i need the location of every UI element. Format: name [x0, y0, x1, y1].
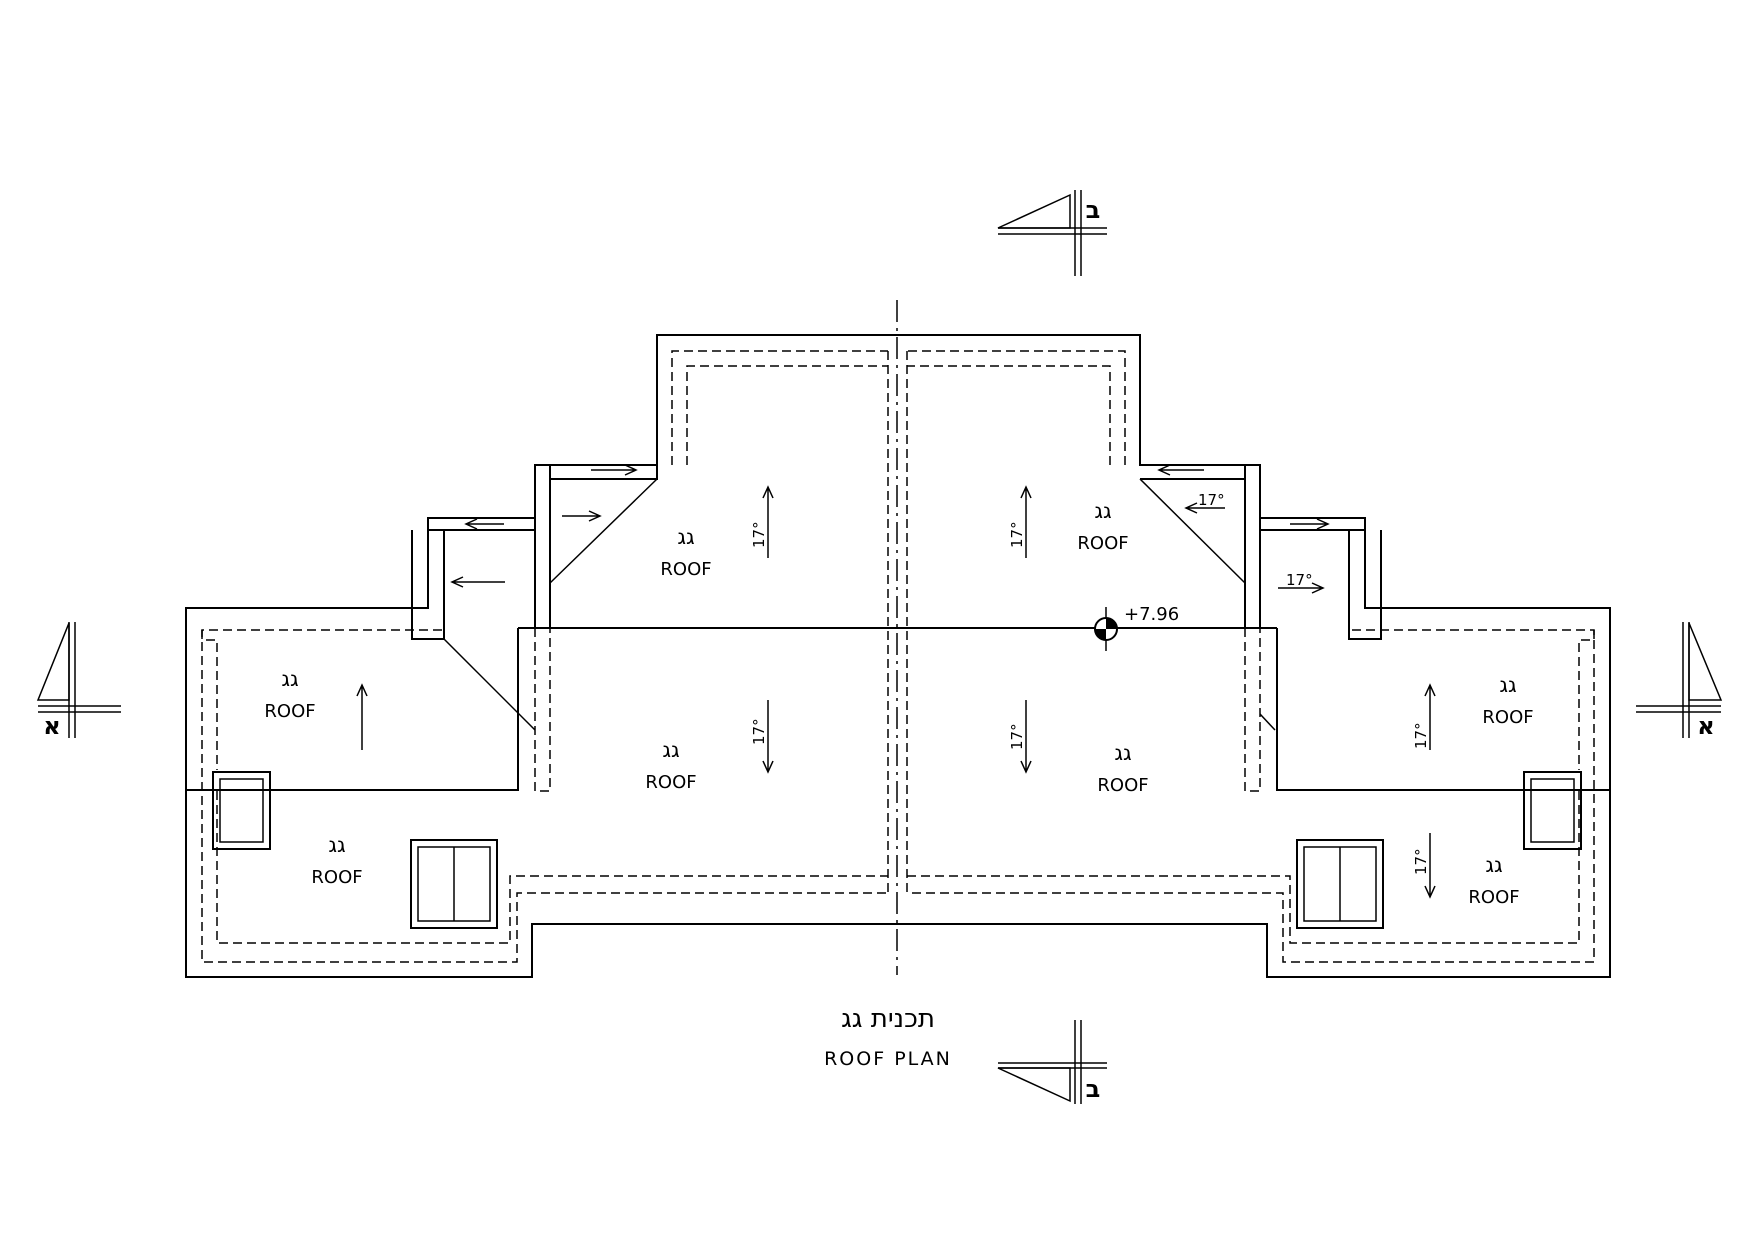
gutter-right-inner [907, 791, 1580, 944]
arrow-icon [1278, 582, 1325, 594]
ridge-right [1276, 628, 1610, 791]
arrow-icon [1290, 518, 1330, 530]
gutter-left-inner [216, 791, 888, 944]
slope-labels: 17° 17° 17° 17° 17° 17° 17° 17° [750, 491, 1430, 875]
gutter-top-right-inner [907, 365, 1111, 465]
slope-label: 17° [750, 718, 768, 745]
slope-label: 17° [1412, 722, 1430, 749]
chimney-left-inner [219, 778, 264, 843]
gutter-left-upper [201, 629, 888, 963]
gutter-valley-left [534, 628, 551, 792]
slope-label: 17° [1198, 491, 1225, 509]
gutter-top-left-outer [671, 350, 888, 465]
section-marker-b-top: ב [997, 190, 1107, 276]
arrow-icon [591, 464, 638, 476]
roof-label-english: ROOF [645, 772, 696, 793]
arrow-icon [1157, 464, 1204, 476]
arrow-icon [1020, 485, 1032, 558]
slope-label: 17° [750, 521, 768, 548]
arrow-icon [1184, 502, 1225, 514]
section-marker-a-right: א [1636, 622, 1723, 740]
roof-label-english: ROOF [264, 701, 315, 722]
skylight-right [1296, 839, 1384, 929]
arrow-icon [762, 700, 774, 774]
roof-outer-outline [185, 334, 1611, 978]
roof-label-english: ROOF [1097, 775, 1148, 796]
chimney-right [1523, 771, 1582, 850]
wall-left-step-2 [411, 530, 445, 640]
gutter-top-right-outer [907, 350, 1126, 465]
arrow-icon [1424, 833, 1436, 899]
roof-label-hebrew: גג [1499, 673, 1517, 697]
slope-label: 17° [1412, 848, 1430, 875]
section-letter: א [1697, 712, 1714, 740]
chimney-right-inner [1530, 778, 1575, 843]
arrow-icon [356, 683, 368, 750]
arrow-icon [464, 518, 504, 530]
roof-labels: גג ROOF גג ROOF גג ROOF גג ROOF גג ROOF … [264, 499, 1533, 908]
elevation-label: +7.96 [1124, 604, 1179, 625]
gutter-right-small [1578, 630, 1595, 770]
section-letter: א [43, 712, 60, 740]
roof-label-hebrew: גג [1114, 741, 1132, 765]
wall-left-step-3 [534, 465, 551, 629]
gutter-valley-right [1244, 628, 1261, 792]
ridge-main [185, 628, 519, 791]
hip-right-upper [1139, 478, 1246, 584]
section-letter: ב [1086, 196, 1101, 224]
section-marker-b-bottom: ב [997, 1020, 1107, 1104]
roof-label-hebrew: גג [281, 667, 299, 691]
roof-label-hebrew: גג [662, 738, 680, 762]
slope-label: 17° [1008, 723, 1026, 750]
hip-left-lower [443, 638, 536, 731]
roof-label-english: ROOF [1482, 707, 1533, 728]
wall-right-step-2 [1348, 530, 1382, 640]
arrow-icon [1020, 700, 1032, 774]
section-marker-a-left: א [36, 622, 121, 740]
roof-label-english: ROOF [311, 867, 362, 888]
gutter-left-small [201, 630, 218, 770]
arrow-icon [450, 576, 505, 588]
wall-right-step-3 [1244, 465, 1261, 629]
gutter-right-upper [907, 629, 1595, 963]
arrow-icon [762, 485, 774, 558]
hip-right-lower [1259, 713, 1276, 731]
section-letter: ב [1086, 1075, 1101, 1103]
roof-label-hebrew: גג [677, 525, 695, 549]
arrow-icon [562, 510, 602, 522]
slope-label: 17° [1286, 571, 1313, 589]
wall-left-step-4 [550, 464, 658, 480]
wall-right-step-4 [1140, 464, 1246, 480]
roof-label-english: ROOF [660, 559, 711, 580]
arrow-icon [1424, 683, 1436, 750]
roof-label-english: ROOF [1077, 533, 1128, 554]
roof-label-english: ROOF [1468, 887, 1519, 908]
slope-label: 17° [1008, 521, 1026, 548]
drawing-title-hebrew: תכנית גג [841, 1004, 935, 1034]
elevation-marker: +7.96 [1094, 604, 1179, 651]
skylight-left [410, 839, 498, 929]
roof-label-hebrew: גג [1094, 499, 1112, 523]
chimney-left [212, 771, 271, 850]
roof-label-hebrew: גג [328, 833, 346, 857]
hip-left-upper [549, 478, 658, 584]
drawing-title-english: ROOF PLAN [824, 1048, 952, 1070]
slope-arrows [356, 464, 1436, 899]
gutter-top-left-inner [686, 365, 888, 465]
roof-label-hebrew: גג [1485, 853, 1503, 877]
